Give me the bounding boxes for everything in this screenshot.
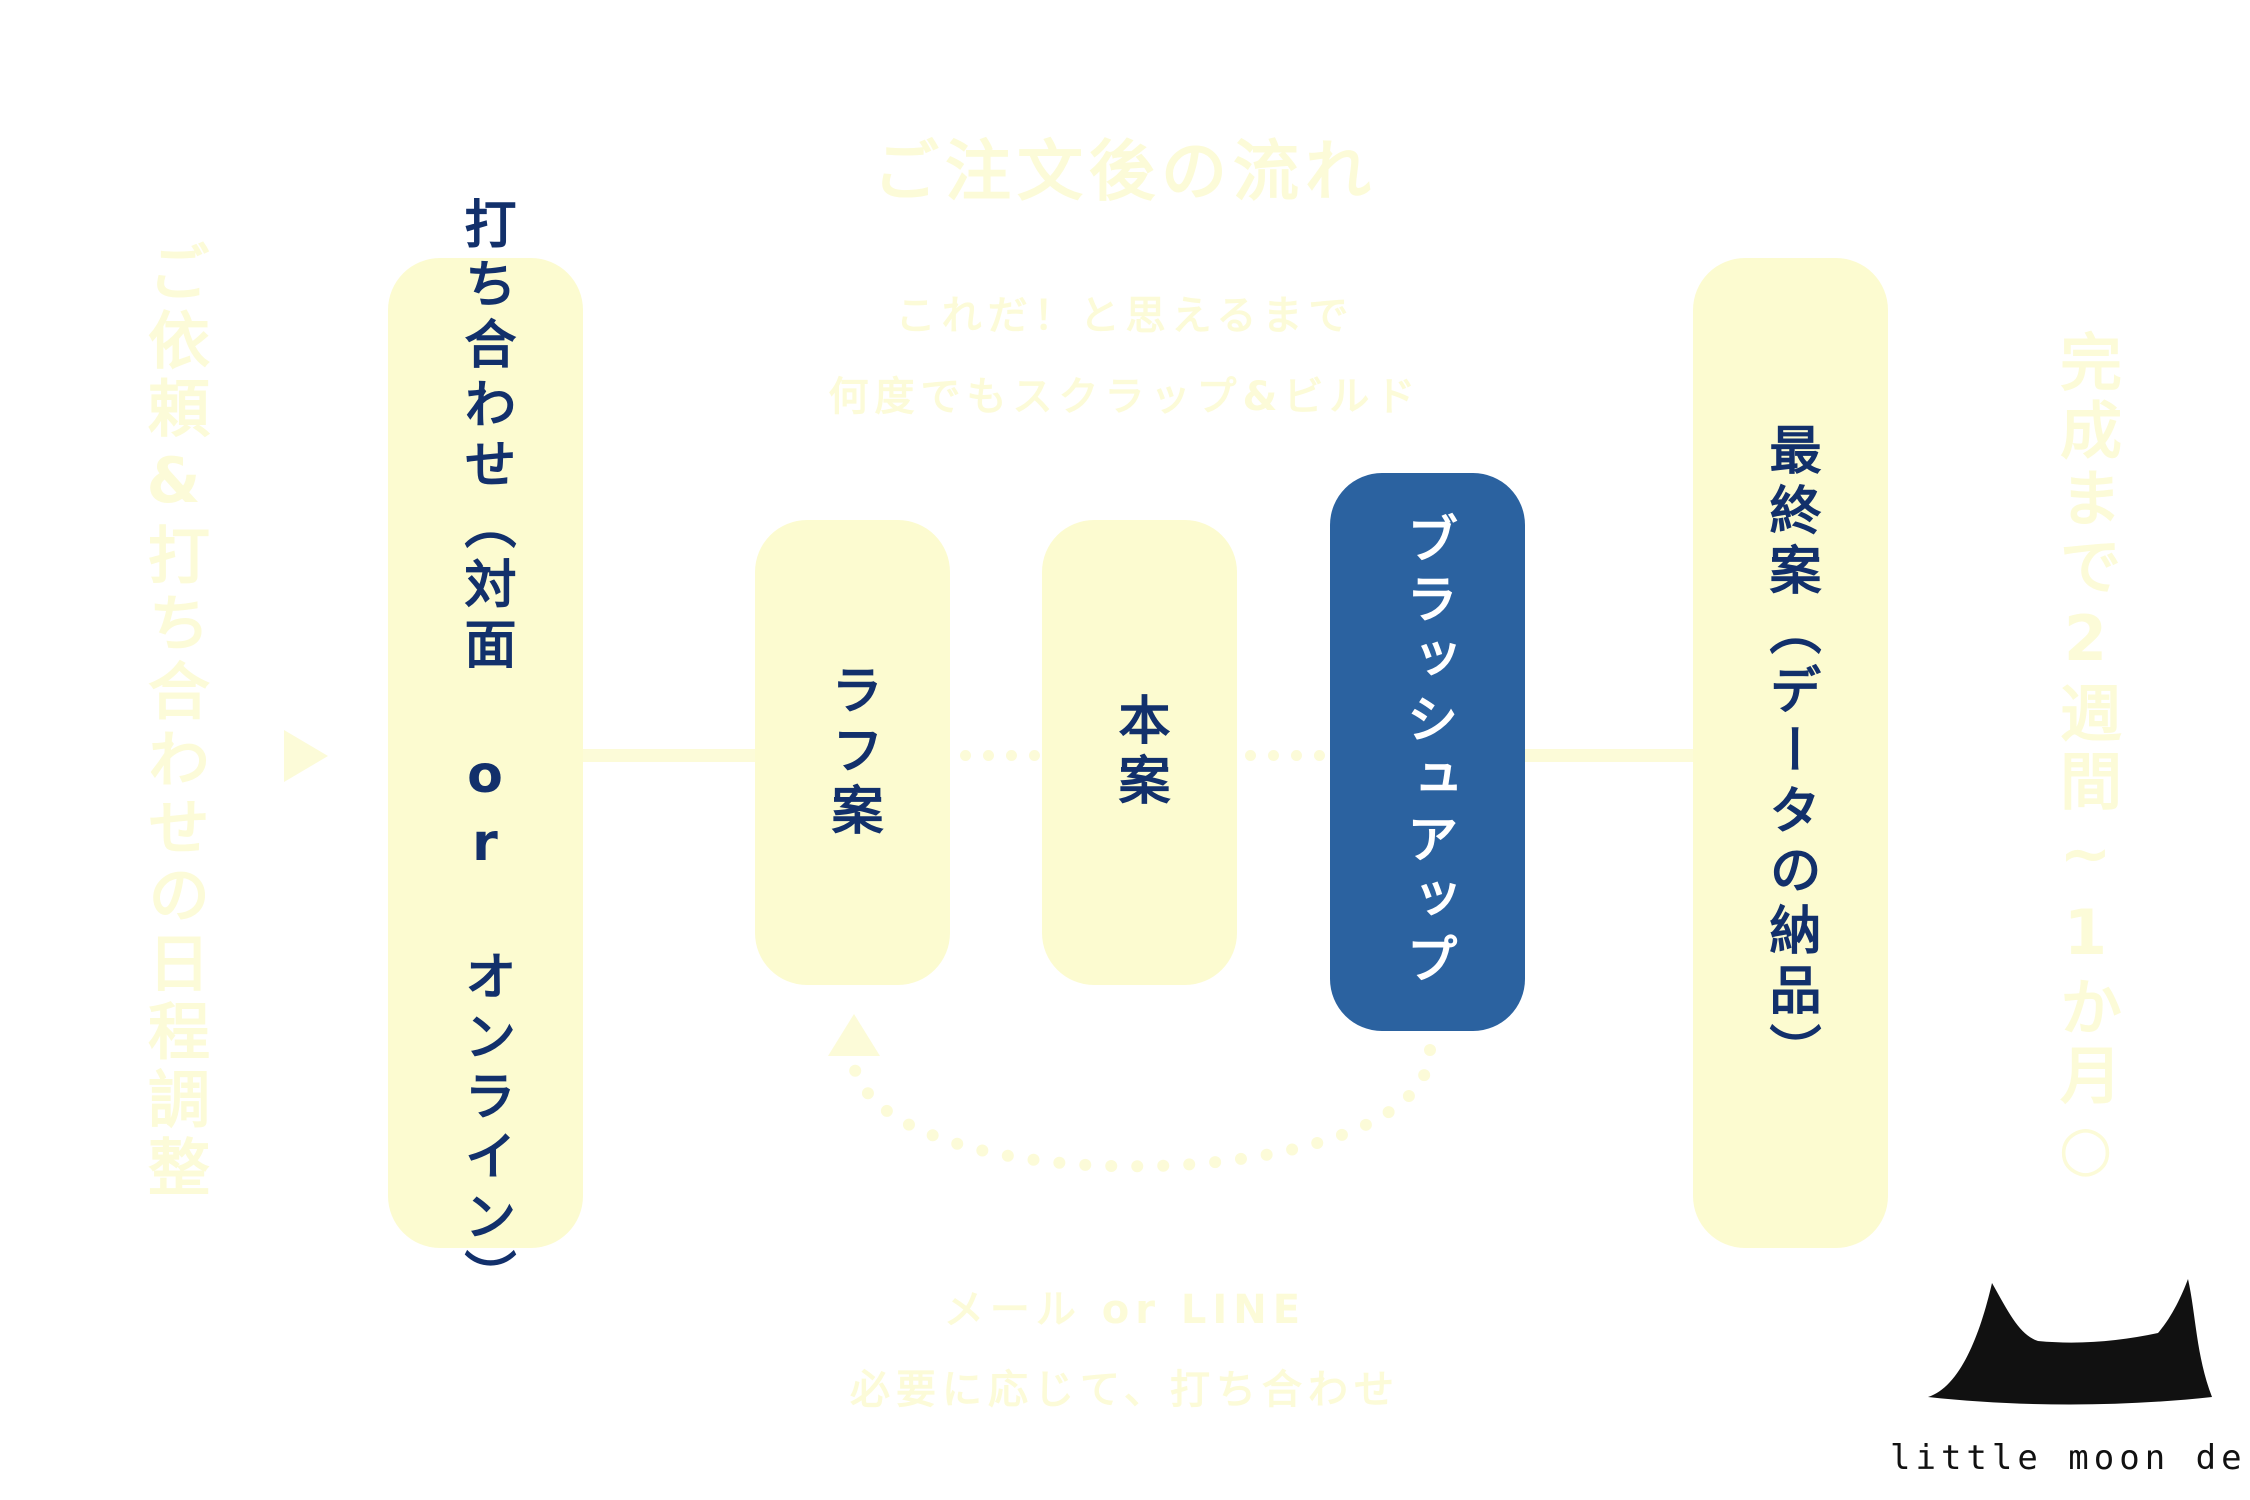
top-note-line-1: これだ！と思えるまで [895,293,1355,339]
step-final: 最終案（データの納品） [1693,258,1888,1248]
step-brush-up-label: ブラッシュアップ [1397,512,1457,992]
connector-line-1 [580,749,760,762]
top-note-line-2: 何度でもスクラップ&ビルド [828,374,1422,420]
step-rough-draft-label: ラフ案 [822,662,882,843]
step-brush-up: ブラッシュアップ [1330,473,1525,1031]
step-main-draft-label: 本案 [1109,692,1169,813]
step-meeting-label: 打ち合わせ（対面 or オンライン） [455,197,515,1309]
connector-line-4 [1520,749,1700,762]
right-side-text: 完成まで2週間~1か月○ [2049,330,2122,1190]
cat-ears-logo-icon [1928,1279,2212,1405]
connector-dots-3 [1245,750,1325,761]
step-main-draft: 本案 [1042,520,1237,985]
start-arrow-icon [284,730,328,782]
logo-text: little moon design [1890,1438,2250,1478]
loop-arrow-head-icon [828,1014,880,1056]
bottom-note-line-1: メール or LINE [943,1287,1307,1333]
page-title: ご注文後の流れ [873,133,1377,210]
connector-dots-2 [960,750,1040,761]
left-side-text: ご依頼&打ち合わせの日程調整 [137,240,210,1203]
step-final-label: 最終案（データの納品） [1760,423,1820,1083]
bottom-note-line-2: 必要に応じて、打ち合わせ [850,1367,1400,1413]
loop-back-dotted-arrow [845,1044,1436,1173]
step-rough-draft: ラフ案 [755,520,950,985]
step-meeting: 打ち合わせ（対面 or オンライン） [388,197,583,1309]
